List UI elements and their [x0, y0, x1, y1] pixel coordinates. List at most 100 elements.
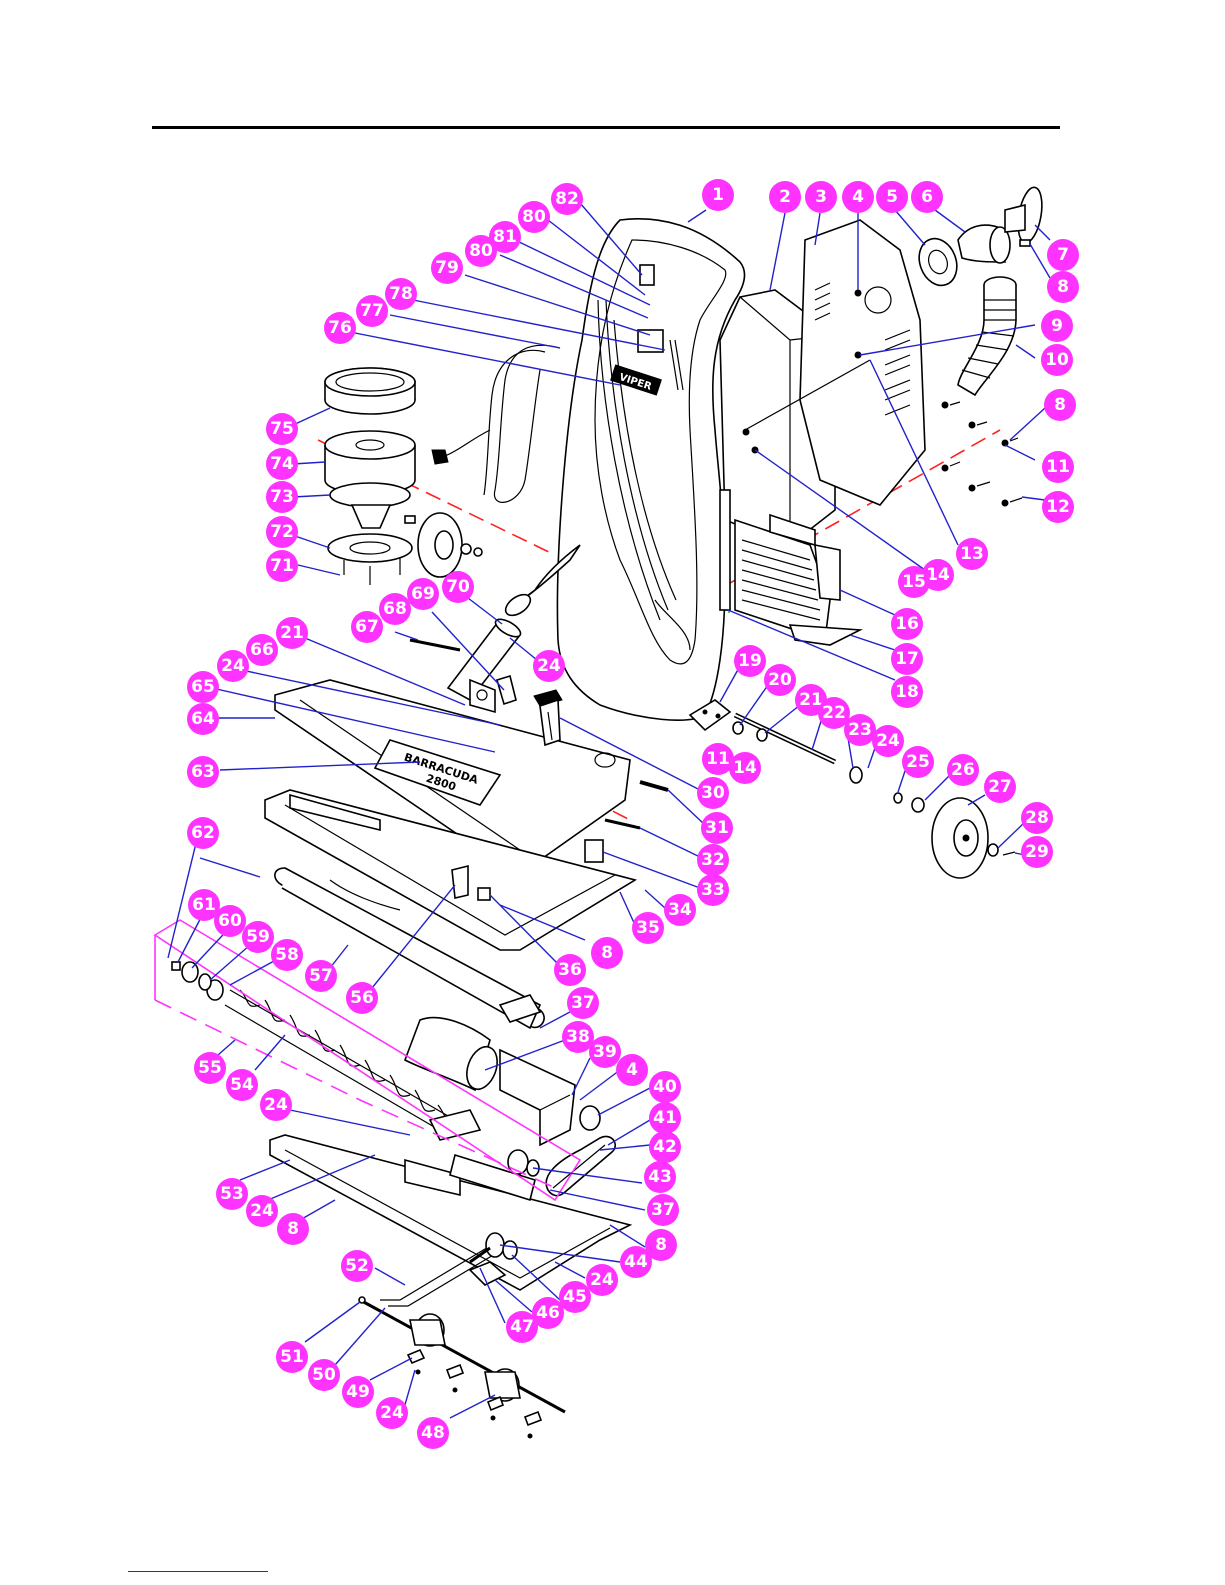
callout-73: 73: [266, 481, 298, 513]
rear-axle: [733, 712, 837, 765]
axle-ring: [358, 1296, 366, 1304]
callout-14b: 14: [729, 752, 761, 784]
brush-motor: [404, 1016, 498, 1092]
long-bolt: [604, 818, 641, 830]
recovery-hose: [504, 544, 581, 617]
svg-text:69: 69: [411, 584, 435, 604]
svg-text:8: 8: [1054, 395, 1066, 415]
callout-22: 22: [818, 697, 850, 729]
callout-59: 59: [242, 921, 274, 953]
svg-text:21: 21: [280, 623, 304, 643]
svg-text:78: 78: [389, 284, 413, 304]
rear-cover: [799, 219, 926, 506]
callout-80a: 80: [465, 235, 497, 267]
base-plate: [269, 1109, 633, 1291]
svg-text:28: 28: [1025, 808, 1049, 828]
callout-8d: 8: [645, 1229, 677, 1261]
svg-text:25: 25: [906, 752, 930, 772]
callout-41: 41: [649, 1102, 681, 1134]
svg-text:4: 4: [626, 1060, 638, 1080]
sensor-block: [584, 839, 604, 863]
svg-text:81: 81: [493, 227, 517, 247]
callout-29: 29: [1021, 836, 1053, 868]
svg-text:11: 11: [706, 749, 730, 769]
callout-13: 13: [956, 538, 988, 570]
svg-text:8: 8: [287, 1219, 299, 1239]
motor-gasket-plate: [327, 533, 413, 585]
motor-bracket: [499, 1048, 576, 1147]
latch-46: [468, 1261, 507, 1286]
svg-text:20: 20: [768, 670, 792, 690]
svg-text:33: 33: [701, 880, 725, 900]
svg-text:32: 32: [701, 850, 725, 870]
callout-33: 33: [697, 874, 729, 906]
callout-23: 23: [844, 714, 876, 746]
svg-text:18: 18: [895, 682, 919, 702]
svg-text:48: 48: [421, 1423, 445, 1443]
svg-text:24: 24: [250, 1201, 274, 1221]
svg-text:26: 26: [951, 760, 975, 780]
callout-18: 18: [891, 676, 923, 708]
svg-text:23: 23: [848, 720, 872, 740]
svg-text:37: 37: [571, 993, 595, 1013]
svg-text:31: 31: [705, 818, 729, 838]
svg-text:76: 76: [328, 318, 352, 338]
motor-pulley: [579, 1105, 601, 1131]
svg-text:74: 74: [270, 454, 294, 474]
svg-text:40: 40: [653, 1077, 677, 1097]
callout-63: 63: [187, 756, 219, 788]
callout-79: 79: [431, 252, 463, 284]
svg-text:24: 24: [590, 1270, 614, 1290]
svg-text:3: 3: [815, 187, 827, 207]
callout-24d: 24: [246, 1195, 278, 1227]
foot-pedal: [533, 689, 563, 747]
callout-8b: 8: [1044, 389, 1076, 421]
exhaust-flange: [918, 237, 958, 287]
callout-8e: 8: [277, 1213, 309, 1245]
svg-text:57: 57: [309, 966, 333, 986]
svg-text:30: 30: [701, 783, 725, 803]
callout-61: 61: [188, 889, 220, 921]
front-wheel: [404, 512, 483, 578]
svg-text:35: 35: [636, 918, 660, 938]
footer-link-rule: [128, 1571, 268, 1572]
callout-3: 3: [805, 181, 837, 213]
callout-numbers: 1 2 3 4 5 6 7 8 9 10 8 11 12 13 14 15 16…: [187, 179, 1079, 1449]
callout-21b: 21: [276, 617, 308, 649]
callout-24b: 24: [586, 1264, 618, 1296]
callout-67: 67: [351, 611, 383, 643]
svg-text:80: 80: [469, 241, 493, 261]
svg-text:42: 42: [653, 1137, 677, 1157]
callout-53: 53: [216, 1178, 248, 1210]
top-rule: [152, 126, 1060, 129]
svg-text:70: 70: [446, 577, 470, 597]
svg-text:24: 24: [876, 731, 900, 751]
svg-text:24: 24: [264, 1095, 288, 1115]
callout-78: 78: [385, 278, 417, 310]
rear-grille-plate: [719, 489, 863, 646]
svg-text:72: 72: [270, 522, 294, 542]
callout-17: 17: [891, 643, 923, 675]
exhaust-hose: [957, 276, 1017, 397]
neck-pipe: [446, 618, 522, 714]
callout-19: 19: [734, 645, 766, 677]
svg-text:44: 44: [624, 1252, 648, 1272]
callout-31: 31: [701, 812, 733, 844]
callout-37a: 37: [567, 987, 599, 1019]
pivot-45: [502, 1240, 518, 1260]
svg-text:8: 8: [1057, 277, 1069, 297]
svg-text:11: 11: [1046, 457, 1070, 477]
svg-text:82: 82: [555, 189, 579, 209]
svg-text:14: 14: [733, 758, 757, 778]
svg-text:80: 80: [522, 207, 546, 227]
svg-text:71: 71: [270, 556, 294, 576]
callout-39: 39: [589, 1036, 621, 1068]
callout-60: 60: [214, 905, 246, 937]
svg-text:67: 67: [355, 617, 379, 637]
svg-text:50: 50: [312, 1365, 336, 1385]
callout-82: 82: [551, 183, 583, 215]
callout-11b: 11: [702, 743, 734, 775]
callout-44: 44: [620, 1246, 652, 1278]
callout-58: 58: [271, 939, 303, 971]
callout-71: 71: [266, 550, 298, 582]
